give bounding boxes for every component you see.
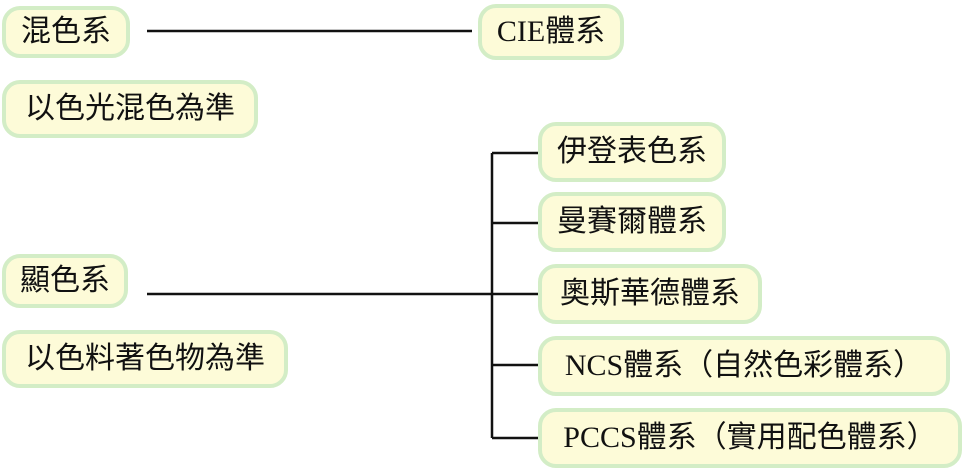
system-label-pccs: PCCS體系（實用配色體系）: [563, 421, 937, 454]
system-label-munsell: 曼賽爾體系: [557, 204, 707, 239]
mixing-system-note: 以色光混色為準: [25, 91, 235, 126]
pigment-system-box: 顯色系: [2, 254, 128, 308]
system-box-ostwald: 奧斯華德體系: [538, 264, 762, 324]
pigment-system-label: 顯色系: [20, 263, 110, 298]
mixing-system-box: 混色系: [2, 6, 130, 58]
system-box-itten: 伊登表色系: [538, 122, 726, 182]
system-label-ncs: NCS體系（自然色彩體系）: [564, 349, 924, 382]
system-label-itten: 伊登表色系: [557, 134, 707, 169]
system-label-ostwald: 奧斯華德體系: [560, 276, 740, 311]
cie-system-box: CIE體系: [478, 4, 624, 60]
cie-system-label: CIE體系: [496, 15, 606, 48]
mixing-system-label: 混色系: [21, 14, 111, 49]
system-box-ncs: NCS體系（自然色彩體系）: [538, 336, 950, 396]
system-box-munsell: 曼賽爾體系: [538, 192, 726, 252]
pigment-system-note: 以色料著色物為準: [25, 341, 265, 376]
mixing-system-note-box: 以色光混色為準: [2, 80, 258, 138]
pigment-system-note-box: 以色料著色物為準: [2, 330, 288, 388]
system-box-pccs: PCCS體系（實用配色體系）: [538, 408, 962, 468]
